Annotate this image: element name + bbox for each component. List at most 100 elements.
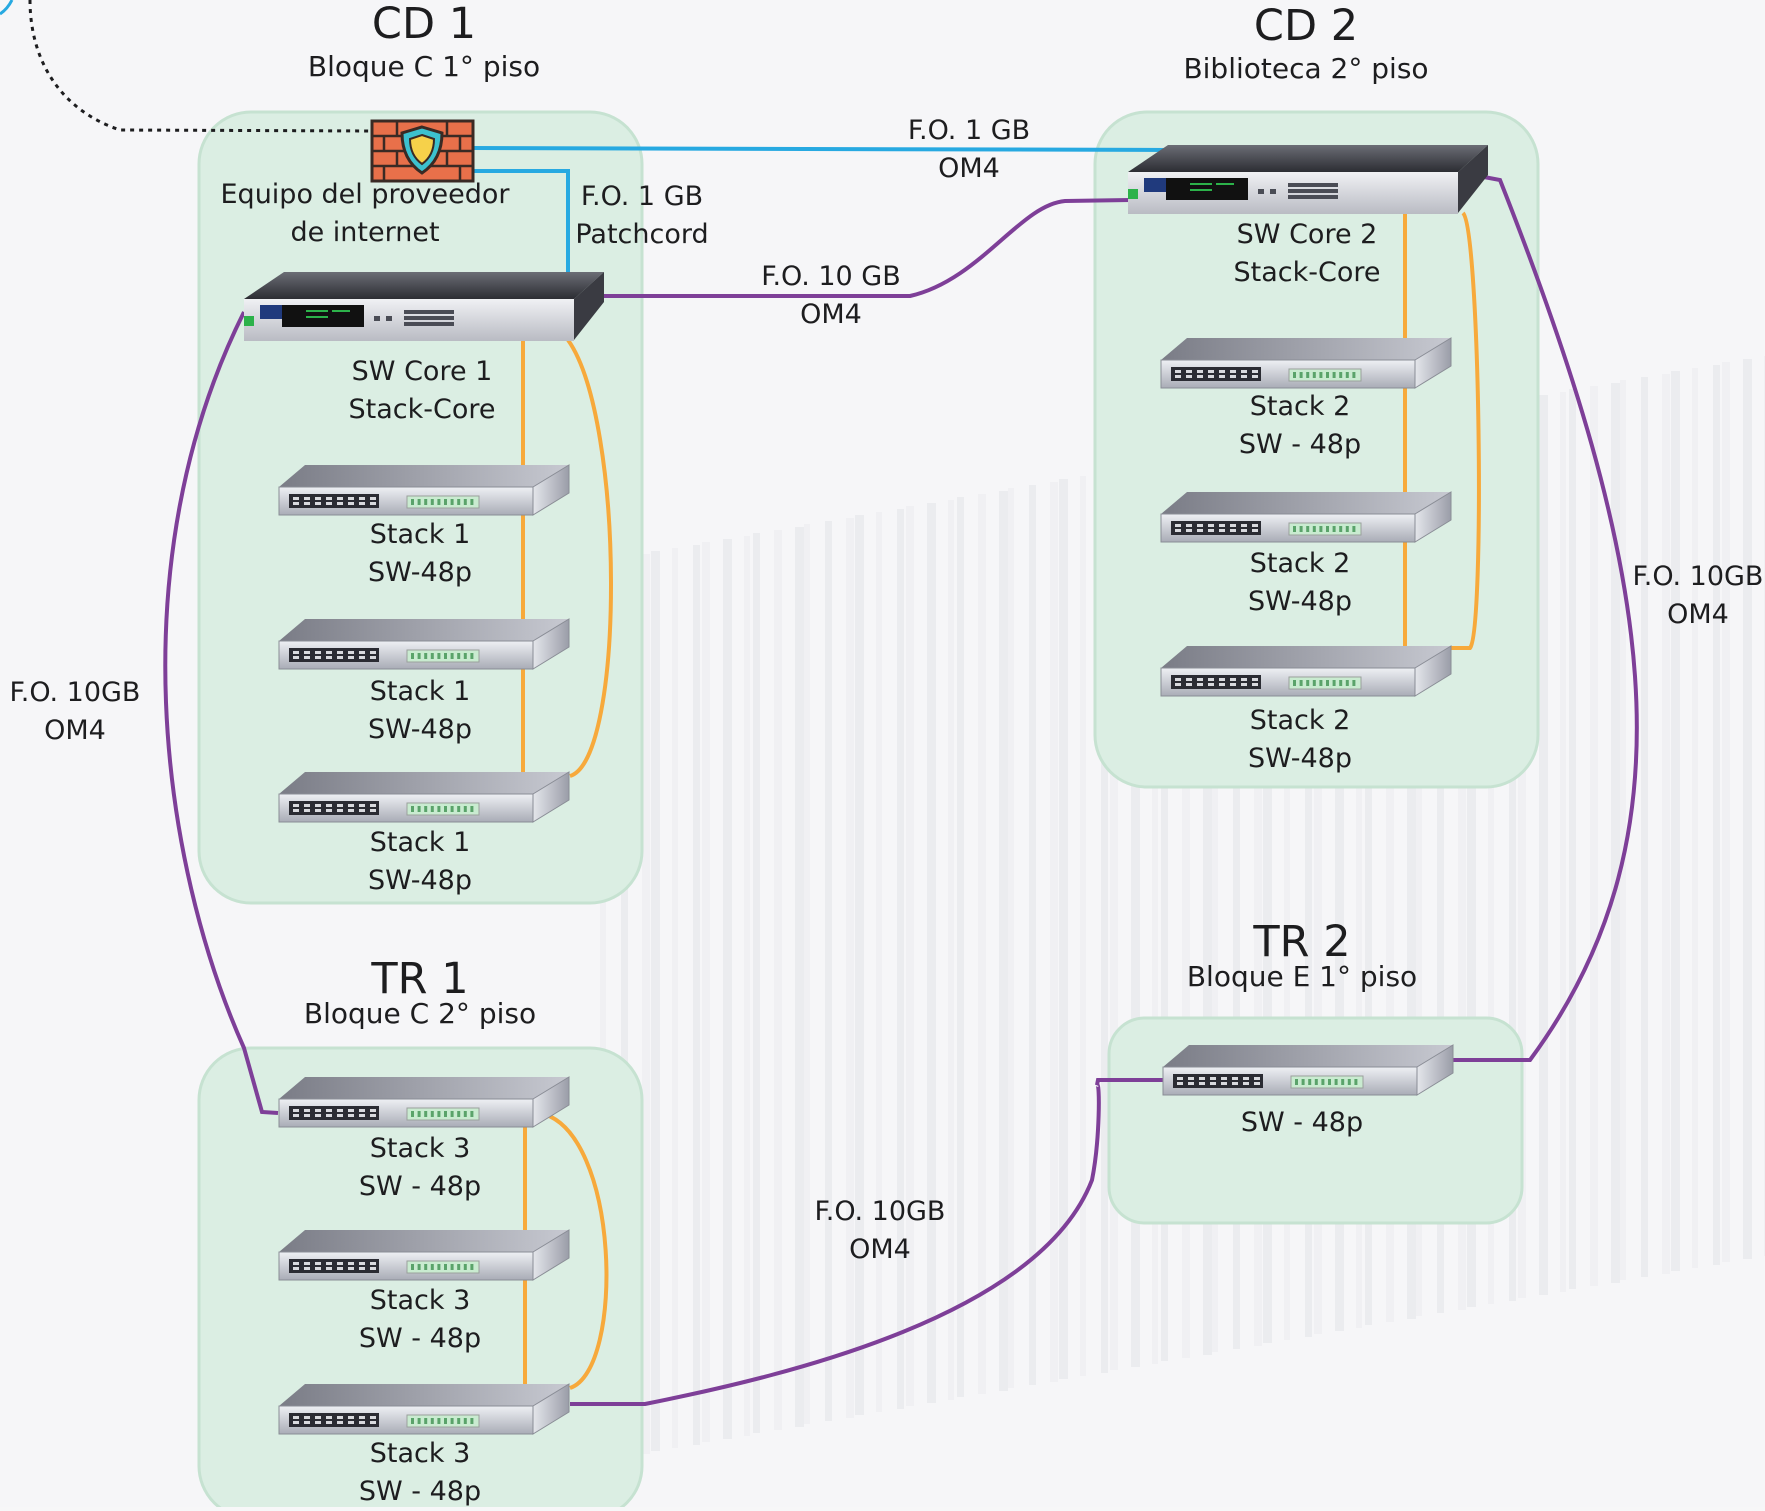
stack-cable-tr1-loop [539, 1111, 609, 1390]
zone-cd2 [1093, 110, 1540, 789]
link-fw-to-core1-label-line2: Patchcord [575, 219, 709, 250]
link-fw-to-cd2-label-line1: F.O. 1 GB [907, 115, 1031, 146]
zone-tr2-subtitle: Bloque E 1° piso [1186, 960, 1418, 993]
zone-cd2-subtitle: Biblioteca 2° piso [1183, 52, 1429, 85]
background-stripe [1641, 377, 1648, 1277]
background-stripe [999, 491, 1008, 1391]
background-stripe [1509, 401, 1516, 1301]
link-core1-to-tr1 [163, 311, 279, 1115]
background-stripe [1029, 485, 1036, 1385]
background-stripe [1539, 395, 1548, 1295]
link-fw-to-core1 [473, 169, 570, 272]
background-stripe [1110, 470, 1118, 1370]
background-stripe [1620, 380, 1626, 1280]
background-stripe [1560, 392, 1566, 1292]
link-core2-to-tr2-label-line2: OM4 [1667, 599, 1729, 630]
background-stripe [948, 500, 954, 1400]
stack3-label-2-line1: Stack 3 [369, 1438, 471, 1469]
background-stripe [1101, 473, 1108, 1373]
background-stripe [855, 515, 864, 1415]
background-stripe [1692, 368, 1698, 1268]
background-stripe [702, 542, 710, 1442]
background-stripe [1080, 476, 1086, 1376]
zone-tr1-subtitle: Bloque C 2° piso [303, 997, 537, 1030]
zone-tr1-title: TR 1 [371, 954, 469, 1004]
background-stripe [1518, 398, 1526, 1298]
stack3-switch-2 [278, 1383, 570, 1435]
link-core2-to-tr2-label: F.O. 10GB OM4 [1633, 558, 1764, 634]
background-stripe [1611, 383, 1620, 1283]
link-tr1-to-tr2-label: F.O. 10GB OM4 [815, 1193, 946, 1269]
link-core1-to-core2 [602, 198, 1131, 298]
background-stripe [1416, 416, 1422, 1316]
core-switch-1 [244, 272, 604, 341]
background-stripe [753, 533, 760, 1433]
link-fw-to-cd2-label: F.O. 1 GB OM4 [908, 112, 1030, 188]
background-stripe [1722, 362, 1730, 1262]
stack2-label-2: Stack 2 SW-48p [1248, 702, 1352, 778]
firewall-icon [370, 119, 475, 183]
stack3-label-2: Stack 3 SW - 48p [359, 1435, 481, 1511]
tr2-switch-label-line1: SW - 48p [1240, 1107, 1364, 1138]
stack1-label-1-line1: Stack 1 [369, 676, 471, 707]
background-stripe [897, 509, 904, 1409]
background-stripe [1458, 410, 1466, 1310]
zone-cd2-header: CD 2 Biblioteca 2° piso [1183, 2, 1428, 88]
background-stripe [825, 521, 832, 1421]
link-core2-to-tr2 [1452, 175, 1639, 1062]
firewall-label-line2: de internet [290, 217, 440, 248]
background-stripe [1467, 407, 1476, 1307]
background-stripe [1407, 419, 1416, 1319]
core1-label: SW Core 1 Stack-Core [349, 353, 496, 429]
background-stripe [927, 503, 936, 1403]
background-stripe [1152, 464, 1158, 1364]
stack-cable-cd2-loop [1448, 211, 1481, 650]
background-stripe [1212, 452, 1218, 1352]
background-stripe [1671, 371, 1680, 1271]
zone-cd2-title: CD 2 [1253, 1, 1359, 51]
background-stripe [957, 497, 964, 1397]
tr2-switch-label: SW - 48p [1241, 1104, 1363, 1142]
background-stripe [1008, 488, 1014, 1388]
background-stripe [1161, 461, 1168, 1361]
background-stripe [744, 536, 750, 1436]
tr2-switch [1162, 1044, 1454, 1096]
stack3-label-0-line1: Stack 3 [369, 1133, 471, 1164]
background-stripe [876, 512, 882, 1412]
background-stripe [672, 548, 678, 1448]
background-stripe [1233, 449, 1240, 1349]
link-core1-to-tr1-label-line2: OM4 [44, 715, 106, 746]
stack1-label-0-line2: SW-48p [368, 557, 472, 588]
zone-cd1-title: CD 1 [371, 0, 477, 49]
stack2-label-1-line1: Stack 2 [1249, 548, 1351, 579]
stack3-switch-1 [278, 1229, 570, 1281]
stack3-label-1-line1: Stack 3 [369, 1285, 471, 1316]
stack1-switch-1 [278, 618, 570, 670]
link-core1-to-core2-label: F.O. 10 GB OM4 [761, 258, 900, 334]
background-stripe [1314, 434, 1322, 1334]
zone-tr1-header: TR 1 Bloque C 2° piso [304, 955, 536, 1033]
background-stripe [1050, 482, 1058, 1382]
background-stripe [978, 494, 986, 1394]
link-tr1-to-tr2 [570, 1078, 1165, 1406]
firewall-label: Equipo del proveedor de internet [220, 176, 509, 252]
core1-label-line1: SW Core 1 [351, 356, 493, 387]
stack3-label-0: Stack 3 SW - 48p [359, 1130, 481, 1206]
link-core1-to-tr1-label: F.O. 10GB OM4 [10, 674, 141, 750]
stack1-label-0-line1: Stack 1 [369, 519, 471, 550]
stack1-switch-2 [278, 771, 570, 823]
stack1-label-2-line2: SW-48p [368, 865, 472, 896]
stack1-switch-0 [278, 464, 570, 516]
corner-arc [0, 0, 14, 16]
background-stripe [1662, 374, 1670, 1274]
stack2-switch-2 [1160, 645, 1452, 697]
zone-tr2-title: TR 2 [1253, 917, 1351, 967]
stack1-label-0: Stack 1 SW-48p [368, 516, 472, 592]
core1-label-line2: Stack-Core [348, 394, 496, 425]
isp-dotted-link [28, 0, 373, 133]
stack-cable-cd1-loop [566, 338, 613, 778]
stack1-label-2-line1: Stack 1 [369, 827, 471, 858]
background-stripe [1437, 413, 1444, 1313]
background-stripe [1713, 365, 1720, 1265]
background-stripe [1305, 437, 1312, 1337]
